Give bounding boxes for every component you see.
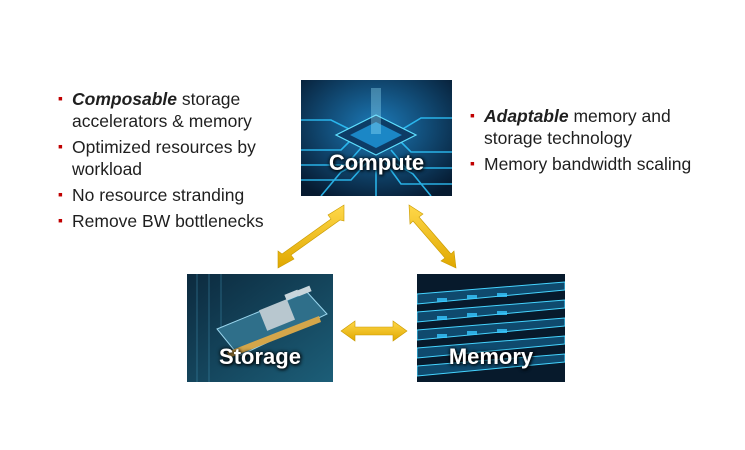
bullet-text: Memory bandwidth scaling <box>484 154 692 174</box>
compute-tile: Compute <box>301 80 452 196</box>
bullet-emphasis: Adaptable <box>484 106 569 126</box>
bullet-marker: ▪ <box>58 90 63 106</box>
memory-tile: Memory <box>417 274 565 382</box>
right-bullet-list: ▪ Adaptable memory and storage technology… <box>468 105 703 175</box>
compute-storage-arrow <box>277 204 345 269</box>
left-bullet-list: ▪ Composable storage accelerators & memor… <box>56 88 296 232</box>
bullet-marker: ▪ <box>470 107 475 123</box>
bullet-item: ▪ Memory bandwidth scaling <box>468 153 703 175</box>
bullet-marker: ▪ <box>58 186 63 202</box>
bullet-text: Remove BW bottlenecks <box>72 211 264 231</box>
bullet-text: No resource stranding <box>72 185 245 205</box>
storage-card-image <box>187 274 333 382</box>
bullet-marker: ▪ <box>58 212 63 228</box>
compute-label: Compute <box>328 150 425 175</box>
bullet-item: ▪ Remove BW bottlenecks <box>56 210 296 232</box>
compute-memory-arrow <box>408 204 457 269</box>
bullet-marker: ▪ <box>58 138 63 154</box>
bullet-text: Optimized resources by workload <box>72 137 256 179</box>
bullet-emphasis: Composable <box>72 89 178 109</box>
bullet-item: ▪ Composable storage accelerators & memor… <box>56 88 296 132</box>
bullet-item: ▪ No resource stranding <box>56 184 296 206</box>
memory-modules-image <box>417 274 565 382</box>
circuit-chip-image <box>301 80 452 196</box>
bullet-item: ▪ Optimized resources by workload <box>56 136 296 180</box>
storage-tile: Storage <box>187 274 333 382</box>
storage-label: Storage <box>219 344 301 369</box>
bullet-text: storage accelerators & memory <box>72 89 252 131</box>
bullet-item: ▪ Adaptable memory and storage technology <box>468 105 703 149</box>
bullet-text: memory and storage technology <box>484 106 671 148</box>
bullet-marker: ▪ <box>470 155 475 171</box>
storage-memory-arrow <box>340 320 408 342</box>
memory-label: Memory <box>448 344 534 369</box>
